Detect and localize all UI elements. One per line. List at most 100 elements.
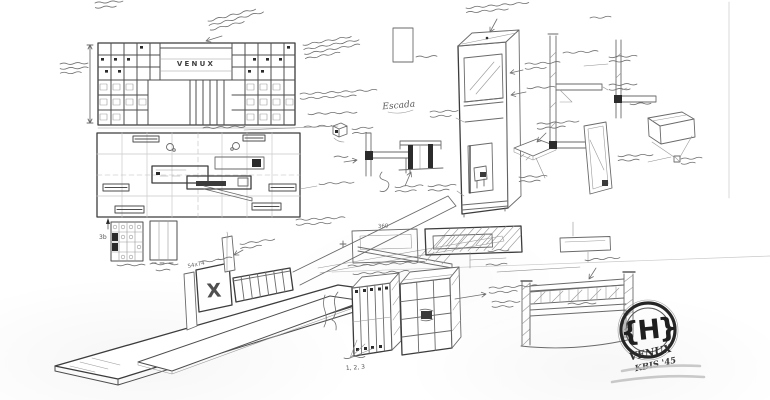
- annotation-scribble: [617, 153, 654, 162]
- column-schedule-table: [149, 220, 178, 264]
- annotation-arrow: [343, 157, 358, 164]
- annotation-scribble: [526, 85, 556, 90]
- escada-label: Escada: [381, 100, 415, 113]
- h-logo-glyph: {H}: [619, 312, 677, 349]
- annotation-scribble: [94, 0, 124, 9]
- wall-dimension-line: [86, 44, 94, 124]
- annotation-scribble: [487, 249, 510, 253]
- annotation-scribble: [524, 61, 561, 70]
- annotation-scribble: [488, 284, 539, 294]
- storage-cube-sketch-2: [323, 266, 462, 356]
- floor-plan-sketch: [96, 132, 301, 218]
- annotation-scribble: [295, 216, 346, 226]
- wall-section-detail-a: [547, 33, 607, 149]
- glass-frame-sketch: [583, 121, 613, 195]
- annotation-scribble: [680, 156, 703, 165]
- annotation-scribble: [351, 126, 374, 134]
- annotation-leader: [349, 347, 375, 359]
- annotation-scribble: [202, 125, 246, 129]
- annotation-scribble: [562, 50, 599, 54]
- x-panel-mark: X: [206, 279, 222, 302]
- annotation-leader: [469, 257, 507, 261]
- annotation-scribble: [589, 15, 612, 19]
- annotation-leader: [349, 343, 366, 359]
- annotation-scribble: [415, 55, 438, 58]
- module-grid-marks: [112, 224, 142, 260]
- annotation-scribble: [59, 62, 89, 75]
- box-funnel-detail: [647, 111, 696, 163]
- annotation-scribble: [518, 174, 548, 183]
- storage-cube-sketch-1: [351, 272, 402, 357]
- annotation-arrow: [454, 291, 487, 300]
- annotation-arrow: [509, 69, 524, 75]
- annotation-scribble: [567, 302, 597, 305]
- annotation-arrow: [233, 249, 244, 256]
- annotation-leader: [456, 190, 465, 197]
- annotation-leader: [349, 339, 358, 359]
- annotation-scribble: [207, 8, 264, 31]
- annotation-leader: [299, 185, 318, 190]
- annotation-leader: [455, 117, 465, 123]
- annotation-leader: [243, 125, 339, 131]
- annotation-scribble: [199, 258, 222, 263]
- annotation-leader: [647, 156, 672, 163]
- annotation-scribble: [217, 256, 233, 260]
- annotation-scribble: [608, 54, 638, 63]
- annotation-scribble: [394, 184, 424, 193]
- plan-wall-fixtures: [102, 134, 297, 214]
- annotation-arrow: [588, 267, 597, 280]
- panel-dimension-label: 54x74: [187, 260, 206, 270]
- tall-panel-outline: [392, 27, 414, 63]
- annotation-scribble: [608, 83, 638, 91]
- annotation-leader: [226, 231, 229, 239]
- escada-note: Escada: [381, 100, 416, 114]
- annotation-scribble: [536, 120, 580, 130]
- annotation-arrow: [489, 18, 498, 33]
- plan-ceiling-fixtures: [166, 142, 240, 152]
- annotation-leader: [535, 157, 546, 179]
- section-dim-label: 360: [378, 223, 389, 230]
- annotation-scribble: [239, 238, 276, 249]
- annotation-leader: [496, 266, 581, 273]
- annotation-arrow: [510, 91, 527, 97]
- slat-rack: [232, 267, 294, 303]
- shop-sign-label: VENUX: [177, 60, 215, 68]
- annotation-leader: [621, 87, 628, 91]
- annotation-scribble: [429, 109, 459, 118]
- signature: VENUX KBIS '45: [610, 343, 706, 384]
- console-table-sketch: [520, 271, 636, 349]
- annotation-leader: [602, 86, 609, 91]
- wall-elevation-sketch: VENUX: [86, 42, 296, 129]
- annotation-arrow: [536, 132, 547, 143]
- annotation-scribble: [491, 300, 521, 308]
- module-grid-label: 3b: [99, 234, 107, 241]
- annotation-scribble: [584, 257, 621, 261]
- ground-line: [331, 255, 770, 273]
- annotation-scribble: [155, 268, 171, 272]
- annotation-scribble: [333, 155, 349, 158]
- plan-furniture-cluster: [151, 156, 265, 202]
- annotation-arrow: [404, 171, 412, 187]
- h-logo: {H}: [617, 299, 679, 361]
- annotation-scribble: [427, 183, 457, 192]
- annotation-scribble: [352, 270, 410, 276]
- x-panel: X 54x74: [187, 260, 233, 313]
- annotation-arrow: [205, 35, 223, 43]
- annotation-scribble: [307, 111, 358, 116]
- hatched-shelf-block: [424, 225, 523, 256]
- annotation-scribble: [302, 36, 361, 59]
- shelf-profile-sections: 360: [339, 223, 611, 269]
- annotation-scribble: [299, 88, 378, 100]
- sequence-label: 1, 2, 3: [346, 364, 366, 372]
- annotation-scribble: [465, 2, 530, 13]
- annotation-scribble: [318, 181, 355, 186]
- annotation-scribble: [485, 262, 508, 266]
- annotation-scribble: [116, 263, 146, 267]
- annotation-scribble: [149, 262, 179, 266]
- post-elevation-detail: [398, 140, 444, 171]
- display-cabinet-sketch: [457, 29, 522, 218]
- shop-sign: VENUX: [159, 47, 233, 81]
- wall-section-detail-b: [614, 39, 657, 119]
